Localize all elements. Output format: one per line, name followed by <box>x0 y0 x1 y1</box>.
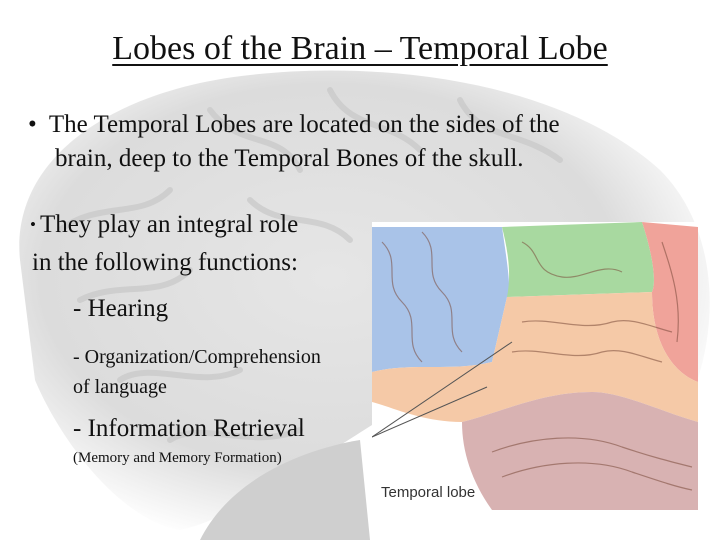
bullet-location-line1: The Temporal Lobes are located on the si… <box>48 111 560 138</box>
slide-title: Lobes of the Brain – Temporal Lobe <box>112 30 608 67</box>
function-language-line2: of language <box>73 376 167 398</box>
bullet-marker: • <box>28 111 37 138</box>
bullet-location-line2: brain, deep to the Temporal Bones of the… <box>55 145 524 172</box>
parietal-lobe <box>502 222 654 297</box>
bullet-functions: •They play an integral role <box>30 211 298 239</box>
function-information-retrieval: - Information Retrieval <box>73 415 305 442</box>
temporal-lobe-caption: Temporal lobe <box>381 484 476 501</box>
function-hearing: - Hearing <box>73 295 169 322</box>
occipital-lobe <box>642 222 698 382</box>
function-language-line1: - Organization/Comprehension <box>73 346 321 368</box>
frontal-lobe <box>372 227 510 372</box>
bullet-location: • The Temporal Lobes are located on the … <box>28 111 560 139</box>
temporal-lobe <box>372 292 698 422</box>
bullet-functions-line1: They play an integral role <box>39 211 299 238</box>
brain-lobes-illustration <box>372 222 698 510</box>
bullet-marker: • <box>30 215 36 234</box>
bullet-functions-line2: in the following functions: <box>32 249 298 276</box>
cerebellum <box>462 392 698 510</box>
function-memory-note: (Memory and Memory Formation) <box>73 450 282 466</box>
